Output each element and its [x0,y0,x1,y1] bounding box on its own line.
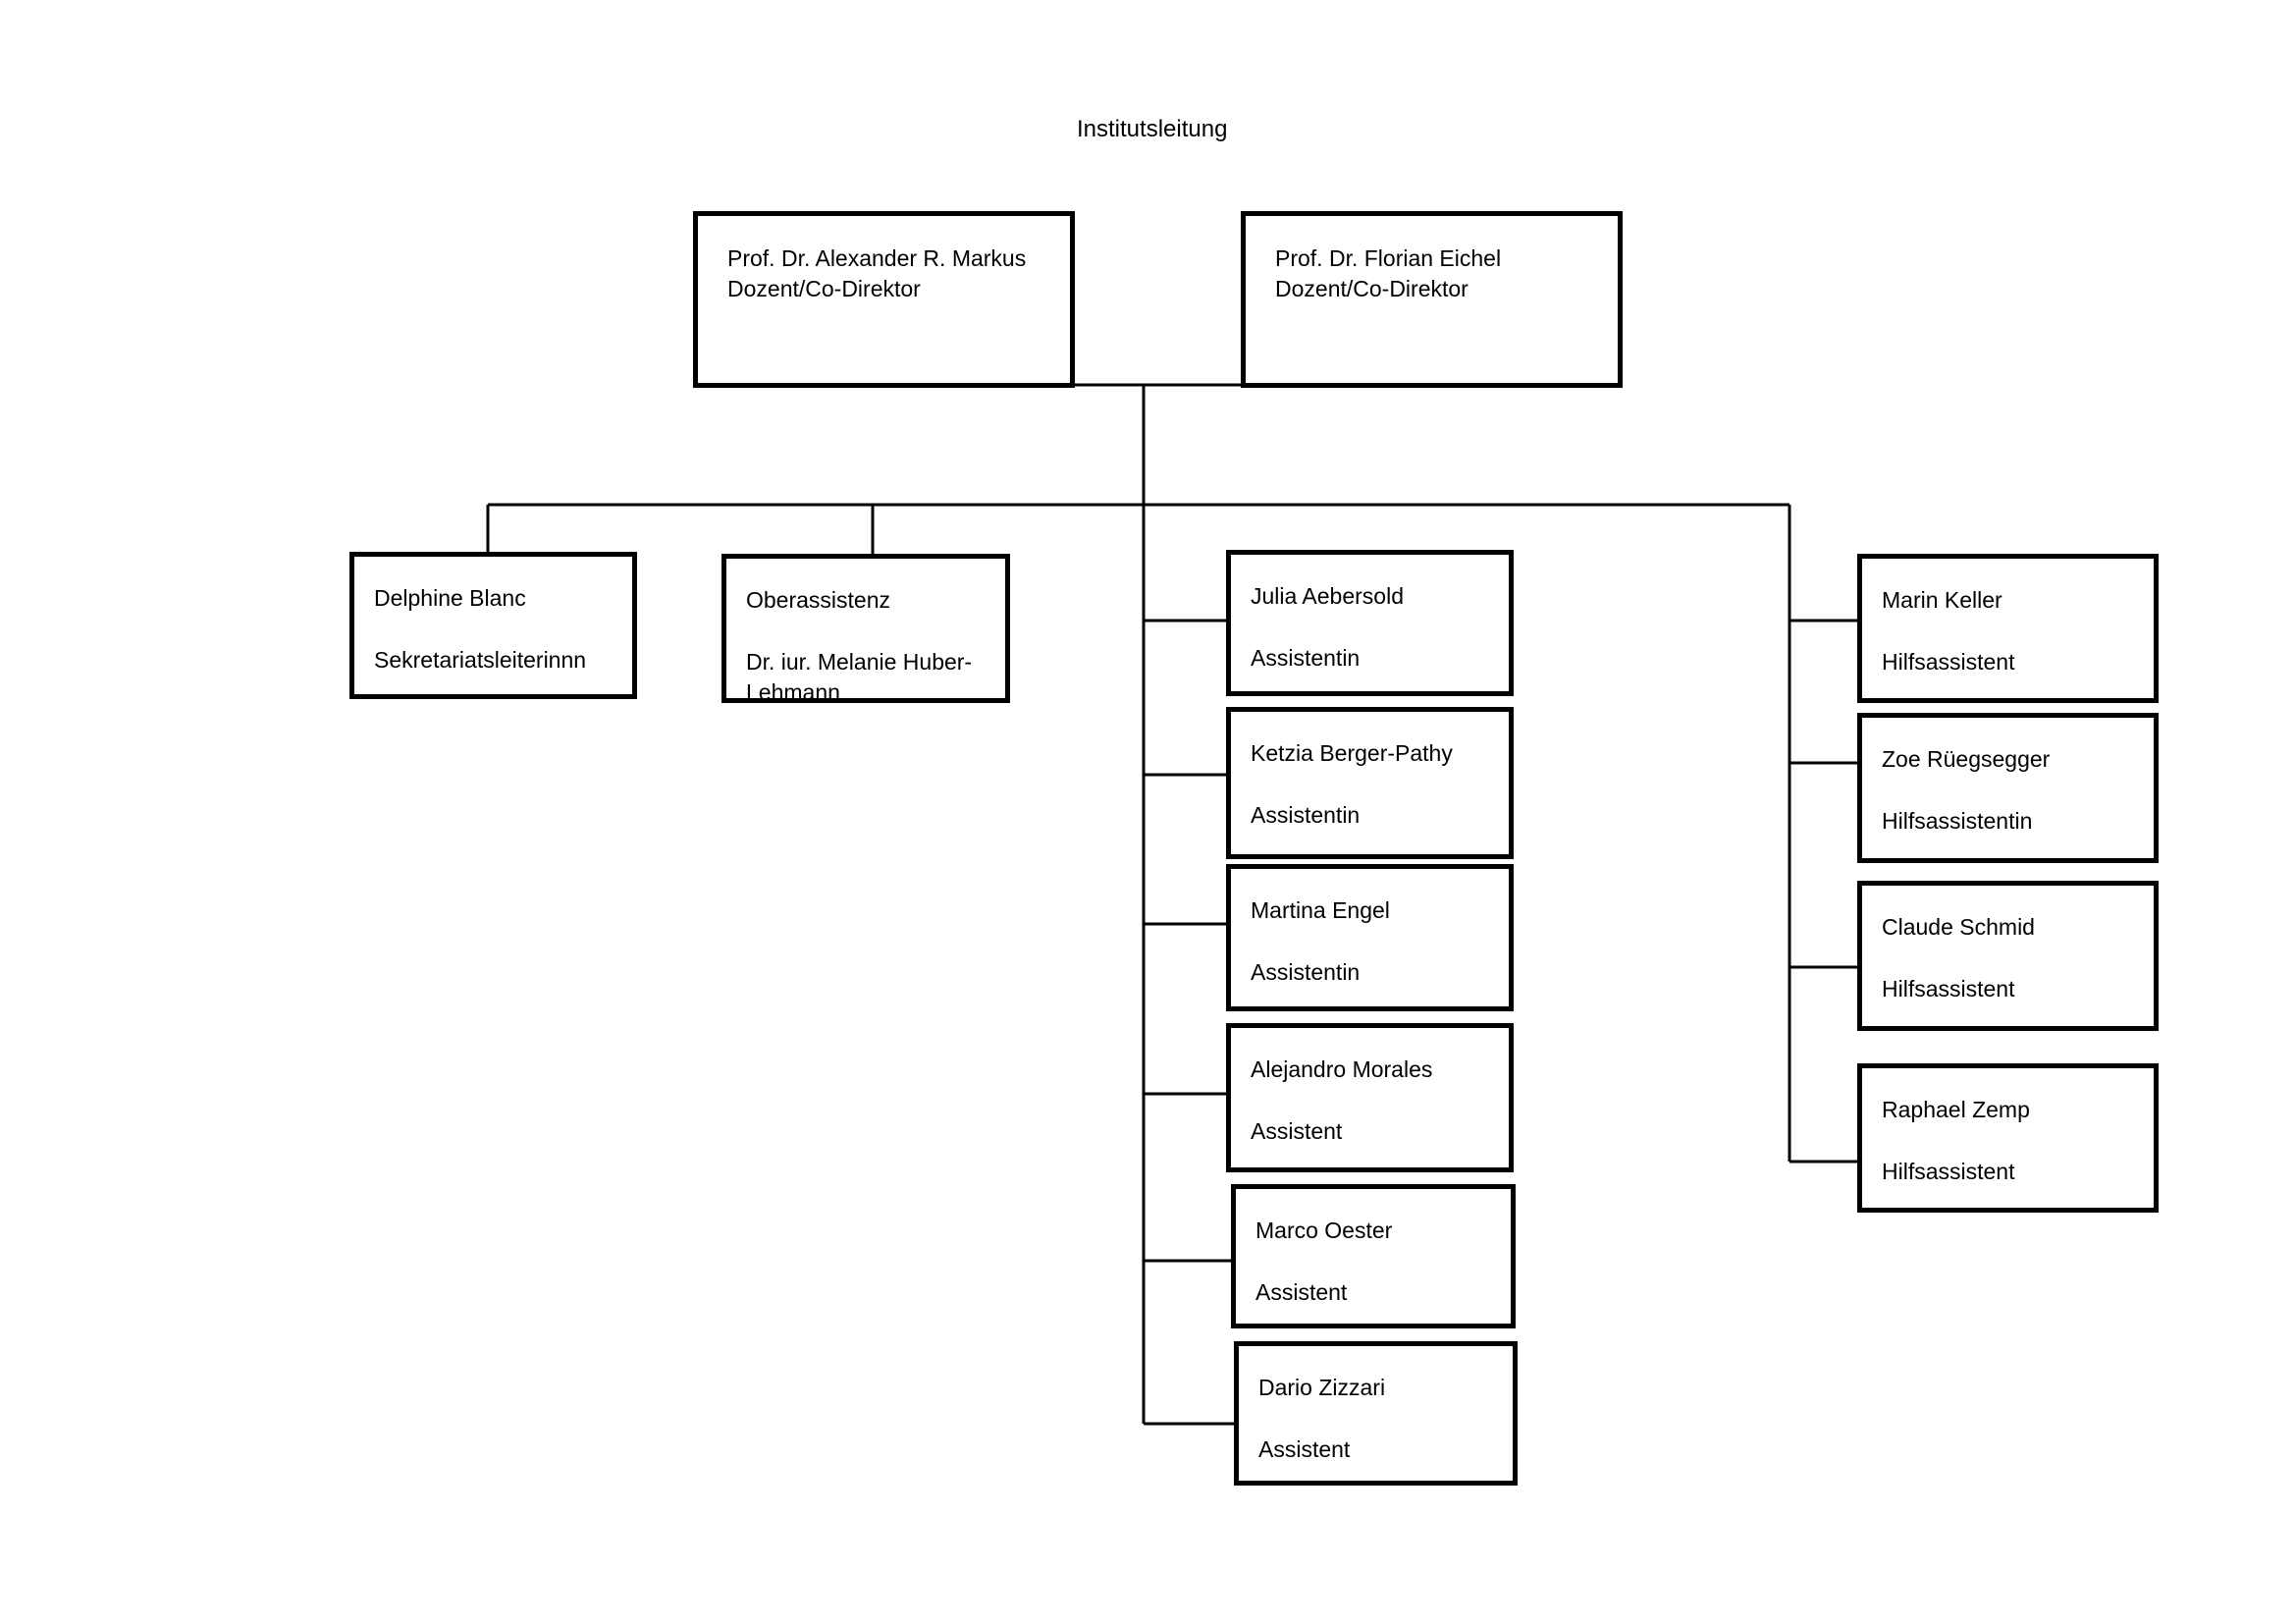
person-name: Marco Oester [1255,1218,1393,1243]
person-role: Assistentin [1251,959,1361,985]
helper-box: Marin Keller Hilfsassistent [1857,554,2159,703]
assistant-box: Martina Engel Assistentin [1226,864,1514,1011]
person-name: Zoe Rüegsegger [1882,746,2051,772]
person-name: Delphine Blanc [374,585,526,611]
person-name: Martina Engel [1251,897,1390,923]
person-name: Julia Aebersold [1251,583,1404,609]
helper-box: Raphael Zemp Hilfsassistent [1857,1063,2159,1213]
helper-box: Claude Schmid Hilfsassistent [1857,881,2159,1031]
person-role: Assistent [1251,1118,1343,1144]
person-role: Assistentin [1251,645,1361,671]
secretariat-box: Delphine Blanc Sekretariatsleiterinnn [349,552,637,699]
oberassistenz-box: Oberassistenz Dr. iur. Melanie Huber-Leh… [721,554,1010,705]
person-role: Hilfsassistent [1882,1159,2015,1184]
assistant-box: Ketzia Berger-Pathy Assistentin [1226,707,1514,859]
person-name: Alejandro Morales [1251,1056,1433,1082]
assistant-box: Alejandro Morales Assistent [1226,1023,1514,1172]
person-name: Marin Keller [1882,587,2002,613]
person-name: Prof. Dr. Alexander R. Markus [727,245,1027,271]
person-name: Dario Zizzari [1258,1375,1386,1400]
person-name: Ketzia Berger-Pathy [1251,740,1453,766]
person-role: Sekretariatsleiterinnn [374,647,587,673]
director-box-markus: Prof. Dr. Alexander R. Markus Dozent/Co-… [693,211,1075,388]
chart-title: Institutsleitung [1077,116,1228,142]
person-role: Dozent/Co-Direktor [727,276,921,301]
person-role: Hilfsassistent [1882,649,2015,675]
person-role: Assistent [1258,1436,1351,1462]
assistant-box: Marco Oester Assistent [1231,1184,1516,1328]
assistant-box: Julia Aebersold Assistentin [1226,550,1514,696]
person-name: Raphael Zemp [1882,1097,2030,1122]
person-role: Hilfsassistent [1882,976,2015,1001]
person-role: Assistentin [1251,802,1361,828]
helper-box: Zoe Rüegsegger Hilfsassistentin [1857,713,2159,863]
person-name: Prof. Dr. Florian Eichel [1275,245,1502,271]
assistant-box: Dario Zizzari Assistent [1234,1341,1518,1486]
person-name: Claude Schmid [1882,914,2035,940]
person-role: Hilfsassistentin [1882,808,2033,834]
person-role: Assistent [1255,1279,1348,1305]
director-box-eichel: Prof. Dr. Florian Eichel Dozent/Co-Direk… [1241,211,1623,388]
person-name: Dr. iur. Melanie Huber-Lehmann [746,649,973,705]
person-role: Dozent/Co-Direktor [1275,276,1468,301]
unit-name: Oberassistenz [746,587,891,613]
